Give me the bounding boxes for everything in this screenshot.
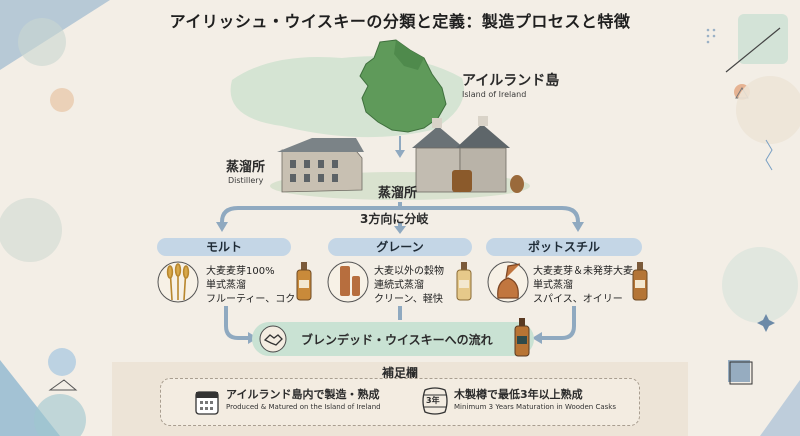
grain-line-1: 大麦以外の穀物 <box>374 266 444 277</box>
distillery-label-ja: 蒸溜所 <box>226 160 266 175</box>
distillery-illustration <box>270 116 530 200</box>
supplement-item-2-ja: 木製樽で最低3年以上熟成 <box>454 388 583 401</box>
malt-line-2: 単式蒸溜 <box>206 280 246 291</box>
distillery-label-en: Distillery <box>228 176 264 185</box>
potstill-line-2: 単式蒸溜 <box>533 280 573 291</box>
blended-bottle-icon <box>514 318 530 357</box>
potstill-line-1: 大麦麦芽＆未発芽大麦 <box>533 266 633 277</box>
main-page: アイリッシュ・ウイスキーの分類と定義：製造プロセスと特徴 <box>112 0 688 436</box>
arrow-right-to-blend-icon <box>532 332 542 344</box>
distillery-center-label: 蒸溜所 <box>378 186 418 201</box>
converge-arrows <box>224 306 576 340</box>
arrow-to-potstill-icon <box>572 222 584 232</box>
supplement-title: 補足欄 <box>381 366 418 380</box>
page-title: アイリッシュ・ウイスキーの分類と定義：製造プロセスと特徴 <box>169 12 631 31</box>
branch-label: 3方向に分岐 <box>360 212 429 226</box>
card-grain-title: グレーン <box>328 238 472 256</box>
diagram-canvas <box>157 39 648 344</box>
arrow-to-malt-icon <box>216 222 228 232</box>
down-arrow-icon <box>395 150 405 158</box>
calendar-icon <box>195 391 219 415</box>
northern-ireland-border <box>394 40 424 70</box>
cask-icon <box>422 387 448 415</box>
arrow-to-grain-icon <box>394 226 406 234</box>
cask-icon-label: 3年 <box>426 396 440 405</box>
supplement-item-1-ja: アイルランド島内で製造・熟成 <box>226 388 380 401</box>
card-malt-title: モルト <box>157 238 291 256</box>
malt-bottle-icon <box>296 262 312 301</box>
blend-handshake-icon <box>259 325 287 353</box>
malt-line-3: フルーティー、コク <box>206 294 296 305</box>
blend-flow-box <box>252 322 534 356</box>
potstill-bottle-icon <box>632 262 648 301</box>
supplement-item-2-en: Minimum 3 Years Maturation in Wooden Cas… <box>454 403 616 411</box>
island-label-en: Island of Ireland <box>462 90 527 99</box>
card-potstill-title: ポットスチル <box>486 238 642 256</box>
grain-bottle-icon <box>456 262 472 301</box>
supplement-box <box>160 378 640 426</box>
supplement-item-1-en: Produced & Matured on the Island of Irel… <box>226 403 381 411</box>
potstill-line-3: スパイス、オイリー <box>533 294 623 305</box>
branch-arrows <box>220 202 580 223</box>
grain-line-3: クリーン、軽快 <box>374 294 443 305</box>
blend-flow-label: ブレンデッド・ウイスキーへの流れ <box>301 333 493 347</box>
grain-line-2: 連続式蒸溜 <box>374 280 424 291</box>
malt-line-1: 大麦麦芽100% <box>206 266 275 277</box>
island-label-ja: アイルランド島 <box>462 73 560 89</box>
